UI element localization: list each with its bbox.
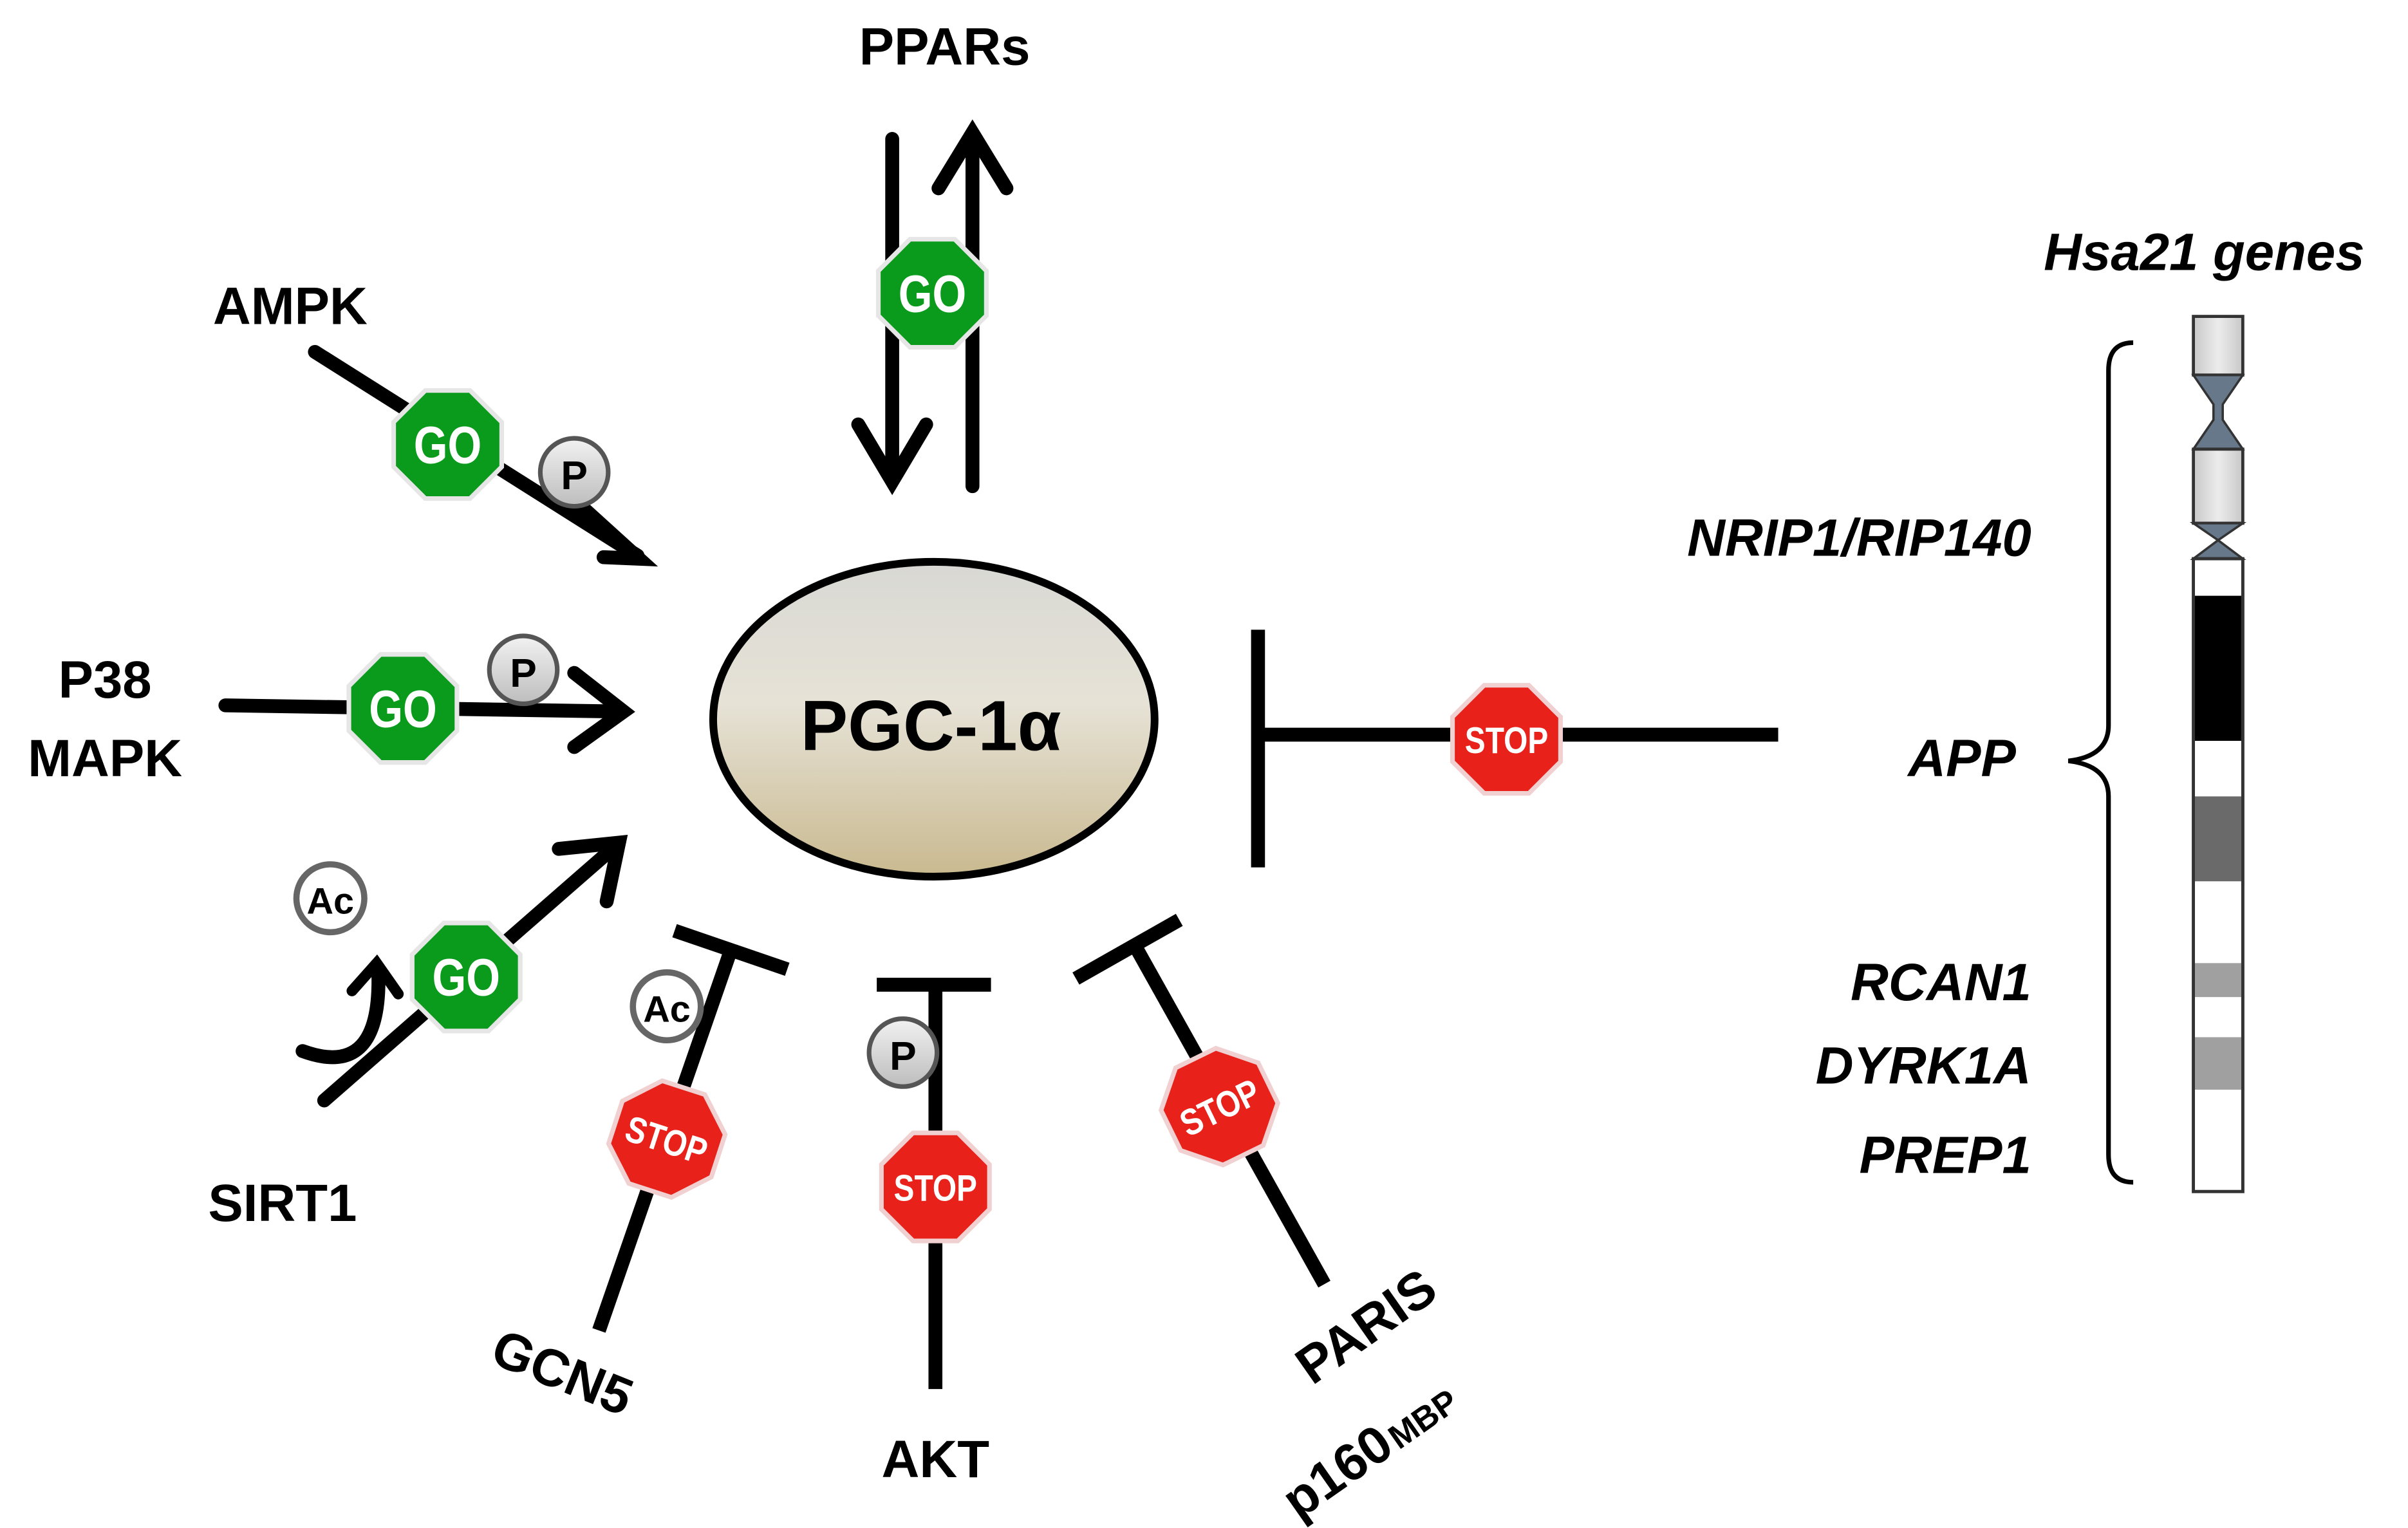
gene-label-prep1: PREP1	[1859, 1126, 2031, 1184]
p38-label-line2: MAPK	[28, 729, 182, 788]
svg-text:P: P	[510, 651, 537, 696]
go-sign-icon: GO	[875, 237, 989, 350]
akt-label: AKT	[881, 1430, 989, 1489]
svg-text:GO: GO	[433, 949, 501, 1007]
chromosome-21-ideogram	[2189, 315, 2247, 1193]
gene-label-rcan1: RCAN1	[1851, 953, 2031, 1012]
phosphorylation-icon: P	[866, 1016, 940, 1089]
go-sign-icon: GO	[391, 388, 505, 501]
stop-sign-icon: STOP	[606, 1078, 728, 1200]
go-sign-icon: GO	[346, 652, 460, 765]
gene-label-app: APP	[1907, 729, 2016, 788]
go-sign-icon: GO	[409, 920, 523, 1034]
gene-label-dyrk1a: DYRK1A	[1816, 1036, 2031, 1095]
acetylation-icon: Ac	[293, 861, 368, 936]
svg-text:GO: GO	[414, 416, 482, 474]
paris-label-line1: PARIS	[1285, 1258, 1447, 1395]
svg-text:Ac: Ac	[306, 881, 354, 922]
gcn5-label: GCN5	[484, 1318, 641, 1427]
svg-text:GO: GO	[899, 265, 967, 323]
ampk-label: AMPK	[213, 277, 368, 336]
svg-text:STOP: STOP	[894, 1168, 977, 1209]
acetylation-icon: Ac	[630, 969, 704, 1044]
gene-label-nrip1: NRIP1/RIP140	[1687, 508, 2031, 567]
stop-sign-icon: STOP	[879, 1130, 992, 1244]
p38-label-line1: P38	[59, 651, 152, 709]
pgc1a-label: PGC-1α	[801, 686, 1061, 765]
ppars-label: PPARs	[859, 18, 1031, 77]
gene-brace	[2067, 340, 2134, 1185]
paris-label-line2: p160MBP	[1271, 1368, 1467, 1528]
svg-text:Ac: Ac	[643, 989, 691, 1030]
svg-text:P: P	[890, 1034, 917, 1079]
svg-text:STOP: STOP	[1465, 720, 1548, 761]
stop-sign-icon: STOP	[1450, 683, 1563, 796]
phosphorylation-icon: P	[487, 633, 560, 707]
hsa21-title: Hsa21 genes	[2044, 223, 2364, 282]
svg-text:GO: GO	[369, 680, 437, 738]
svg-text:P: P	[561, 454, 588, 498]
stop-sign-icon: STOP	[1158, 1045, 1281, 1168]
sirt1-label: SIRT1	[208, 1174, 357, 1233]
phosphorylation-icon: P	[537, 436, 611, 509]
pgc1a-node: PGC-1α	[709, 557, 1159, 881]
